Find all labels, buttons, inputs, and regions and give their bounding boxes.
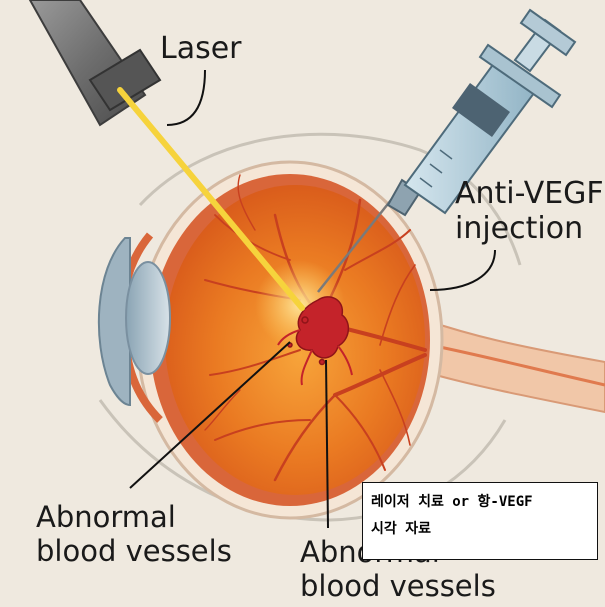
anti-vegf-label-line2: injection [455,211,583,246]
optic-nerve-vessel [429,343,605,387]
caption-line2: 시각 자료 [371,521,431,537]
laser-beam [117,87,305,311]
caption-box: 레이저 치료 or 항-VEGF 시각 자료 [362,482,598,560]
lens [125,261,171,375]
cornea [97,237,131,407]
laser-label: Laser [160,31,242,66]
syringe [317,8,577,293]
eye-socket-outline [98,132,522,522]
abnormal-vessels-left-line2: blood vessels [36,534,232,568]
optic-nerve [424,318,605,414]
abnormal-vessels-right-line2: blood vessels [300,569,496,603]
caption-line1: 레이저 치료 or 항-VEGF [371,494,533,510]
laser-device [28,0,162,127]
anti-vegf-label-line1: Anti-VEGF [455,176,604,211]
abnormal-vessels-left-line1: Abnormal [36,500,176,534]
leader-lines [129,69,496,529]
abnormal-vessel-branches [277,329,353,386]
